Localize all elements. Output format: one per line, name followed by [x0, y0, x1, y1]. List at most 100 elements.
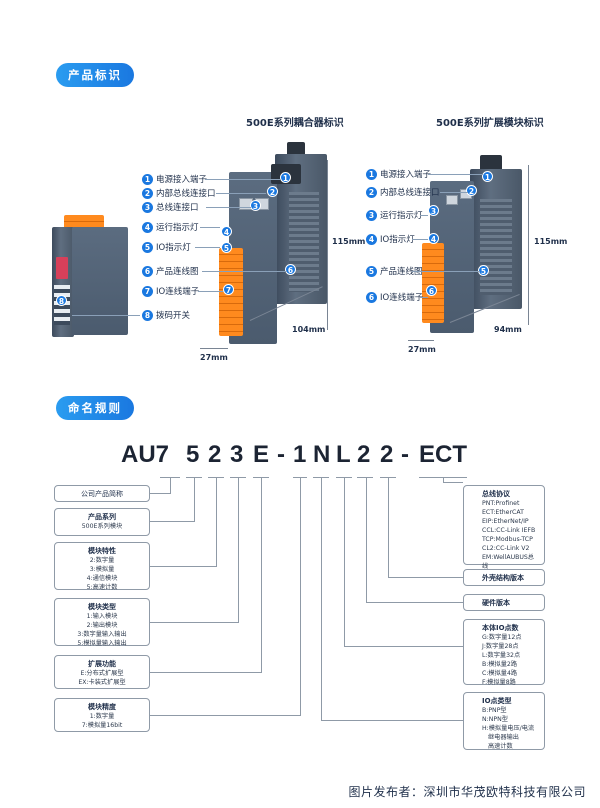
code-underline — [230, 477, 246, 478]
callout-label: IO指示灯 — [380, 235, 415, 245]
coupler-side-view: 8 — [48, 215, 136, 340]
code-part-l: L — [336, 441, 351, 468]
code-underline — [357, 477, 373, 478]
box-line: 4:通信模块 — [86, 575, 118, 582]
box-line: CCL:CC-Link IEFB — [482, 527, 536, 534]
box-extension: 扩展功能 E:分布式扩展型 EX:卡装式扩展型 — [54, 655, 150, 689]
pointer-line — [206, 207, 251, 208]
pointer-line — [72, 315, 140, 316]
exp-width: 27mm — [408, 345, 436, 354]
coupler-marker-4: 4 — [221, 226, 232, 237]
box-line: 500E系列模块 — [81, 523, 123, 530]
coupler-marker-3: 3 — [250, 200, 261, 211]
num-badge: 5 — [142, 241, 153, 253]
coupler-depth: 104mm — [292, 325, 326, 334]
box-line: 高速计数 — [488, 743, 513, 750]
box-line: H:模拟量电压/电流 — [482, 725, 535, 732]
connector — [216, 478, 217, 566]
coupler-marker-6: 6 — [285, 264, 296, 275]
box-title: 模块类型 — [88, 603, 116, 611]
connector — [150, 715, 301, 716]
connector — [300, 478, 301, 715]
box-company-abbr: 公司产品简称 — [54, 485, 150, 502]
expansion-title: 500E系列扩展模块标识 — [436, 118, 544, 129]
num-badge: 2 — [366, 186, 377, 198]
box-title: 扩展功能 — [88, 660, 116, 668]
box-line: TCP:Modbus-TCP — [482, 536, 533, 543]
connector — [321, 478, 322, 720]
code-underline — [253, 477, 269, 478]
callout-label: IO指示灯 — [156, 243, 191, 253]
box-hardware-version: 硬件版本 — [463, 594, 545, 611]
code-underline — [186, 477, 202, 478]
box-line: 5:模拟量输入输出 — [77, 640, 127, 647]
box-line: B:PNP型 — [482, 707, 507, 714]
connector — [388, 478, 389, 577]
coupler-marker-1: 1 — [280, 172, 291, 183]
callout-label: IO连线端子 — [380, 293, 424, 303]
box-line: N:NPN型 — [482, 716, 508, 723]
box-title: 外壳结构版本 — [482, 574, 524, 582]
num-badge: 2 — [142, 187, 153, 199]
exp-height: 115mm — [534, 237, 568, 246]
box-line: EIP:EtherNet/IP — [482, 518, 529, 525]
num-badge: 7 — [142, 285, 153, 297]
connector — [443, 478, 444, 482]
num-badge: 1 — [366, 168, 377, 180]
pointer-line — [200, 227, 220, 228]
section-title-naming: 命名规则 — [56, 396, 134, 420]
box-module-type: 模块类型 1:输入模块 2:输出模块 3:数字量输入输出 5:模拟量输入输出 — [54, 598, 150, 647]
box-line: 继电器输出 — [488, 734, 519, 741]
num-badge: 6 — [366, 291, 377, 303]
box-title: 总线协议 — [482, 490, 510, 498]
coupler-marker-5: 5 — [221, 242, 232, 253]
box-line: B:模拟量2路 — [482, 661, 518, 668]
code-part-e: E — [253, 441, 270, 468]
box-line: 3:模拟量 — [89, 566, 115, 573]
box-housing-version: 外壳结构版本 — [463, 569, 545, 586]
num-badge: 8 — [142, 309, 153, 321]
exp-marker-3: 3 — [428, 205, 439, 216]
box-precision: 模块精度 1:数字量 7:模拟量16bit — [54, 698, 150, 732]
connector — [194, 478, 195, 521]
box-io-type: IO点类型 B:PNP型 N:NPN型 H:模拟量电压/电流 继电器输出 高速计… — [463, 692, 545, 750]
connector — [150, 672, 262, 673]
num-badge: 5 — [366, 265, 377, 277]
code-part-2b: 2 — [357, 441, 371, 468]
connector — [321, 720, 463, 721]
coupler-width-line — [200, 348, 228, 349]
code-part-1: 1 — [293, 441, 307, 468]
callout-label: 运行指示灯 — [156, 223, 199, 233]
code-underline — [208, 477, 224, 478]
box-line: C:模拟量4路 — [482, 670, 518, 677]
box-title: 产品系列 — [88, 513, 116, 521]
code-part-3: 3 — [230, 441, 244, 468]
publisher-credit: 图片发布者：深圳市华茂欧特科技有限公司 — [348, 785, 586, 799]
connector — [261, 478, 262, 672]
pointer-line — [420, 215, 428, 216]
box-line: E:分布式扩展型 — [80, 670, 124, 677]
box-line: PNT:Profinet — [482, 500, 520, 507]
box-line: G:数字量12点 — [482, 634, 522, 641]
box-product-series: 产品系列 500E系列模块 — [54, 508, 150, 536]
pointer-line — [412, 239, 428, 240]
exp-marker-4: 4 — [428, 233, 439, 244]
code-underline — [419, 477, 467, 478]
box-title: IO点类型 — [482, 697, 512, 705]
connector — [170, 478, 171, 493]
coupler-marker-7: 7 — [223, 284, 234, 295]
box-line: L:数字量32点 — [482, 652, 521, 659]
coupler-height-line — [327, 160, 328, 330]
callout-label: 电源接入端子 — [156, 175, 208, 185]
connector — [150, 622, 239, 623]
box-line: J:数字量28点 — [482, 643, 519, 650]
num-badge: 1 — [142, 173, 153, 185]
